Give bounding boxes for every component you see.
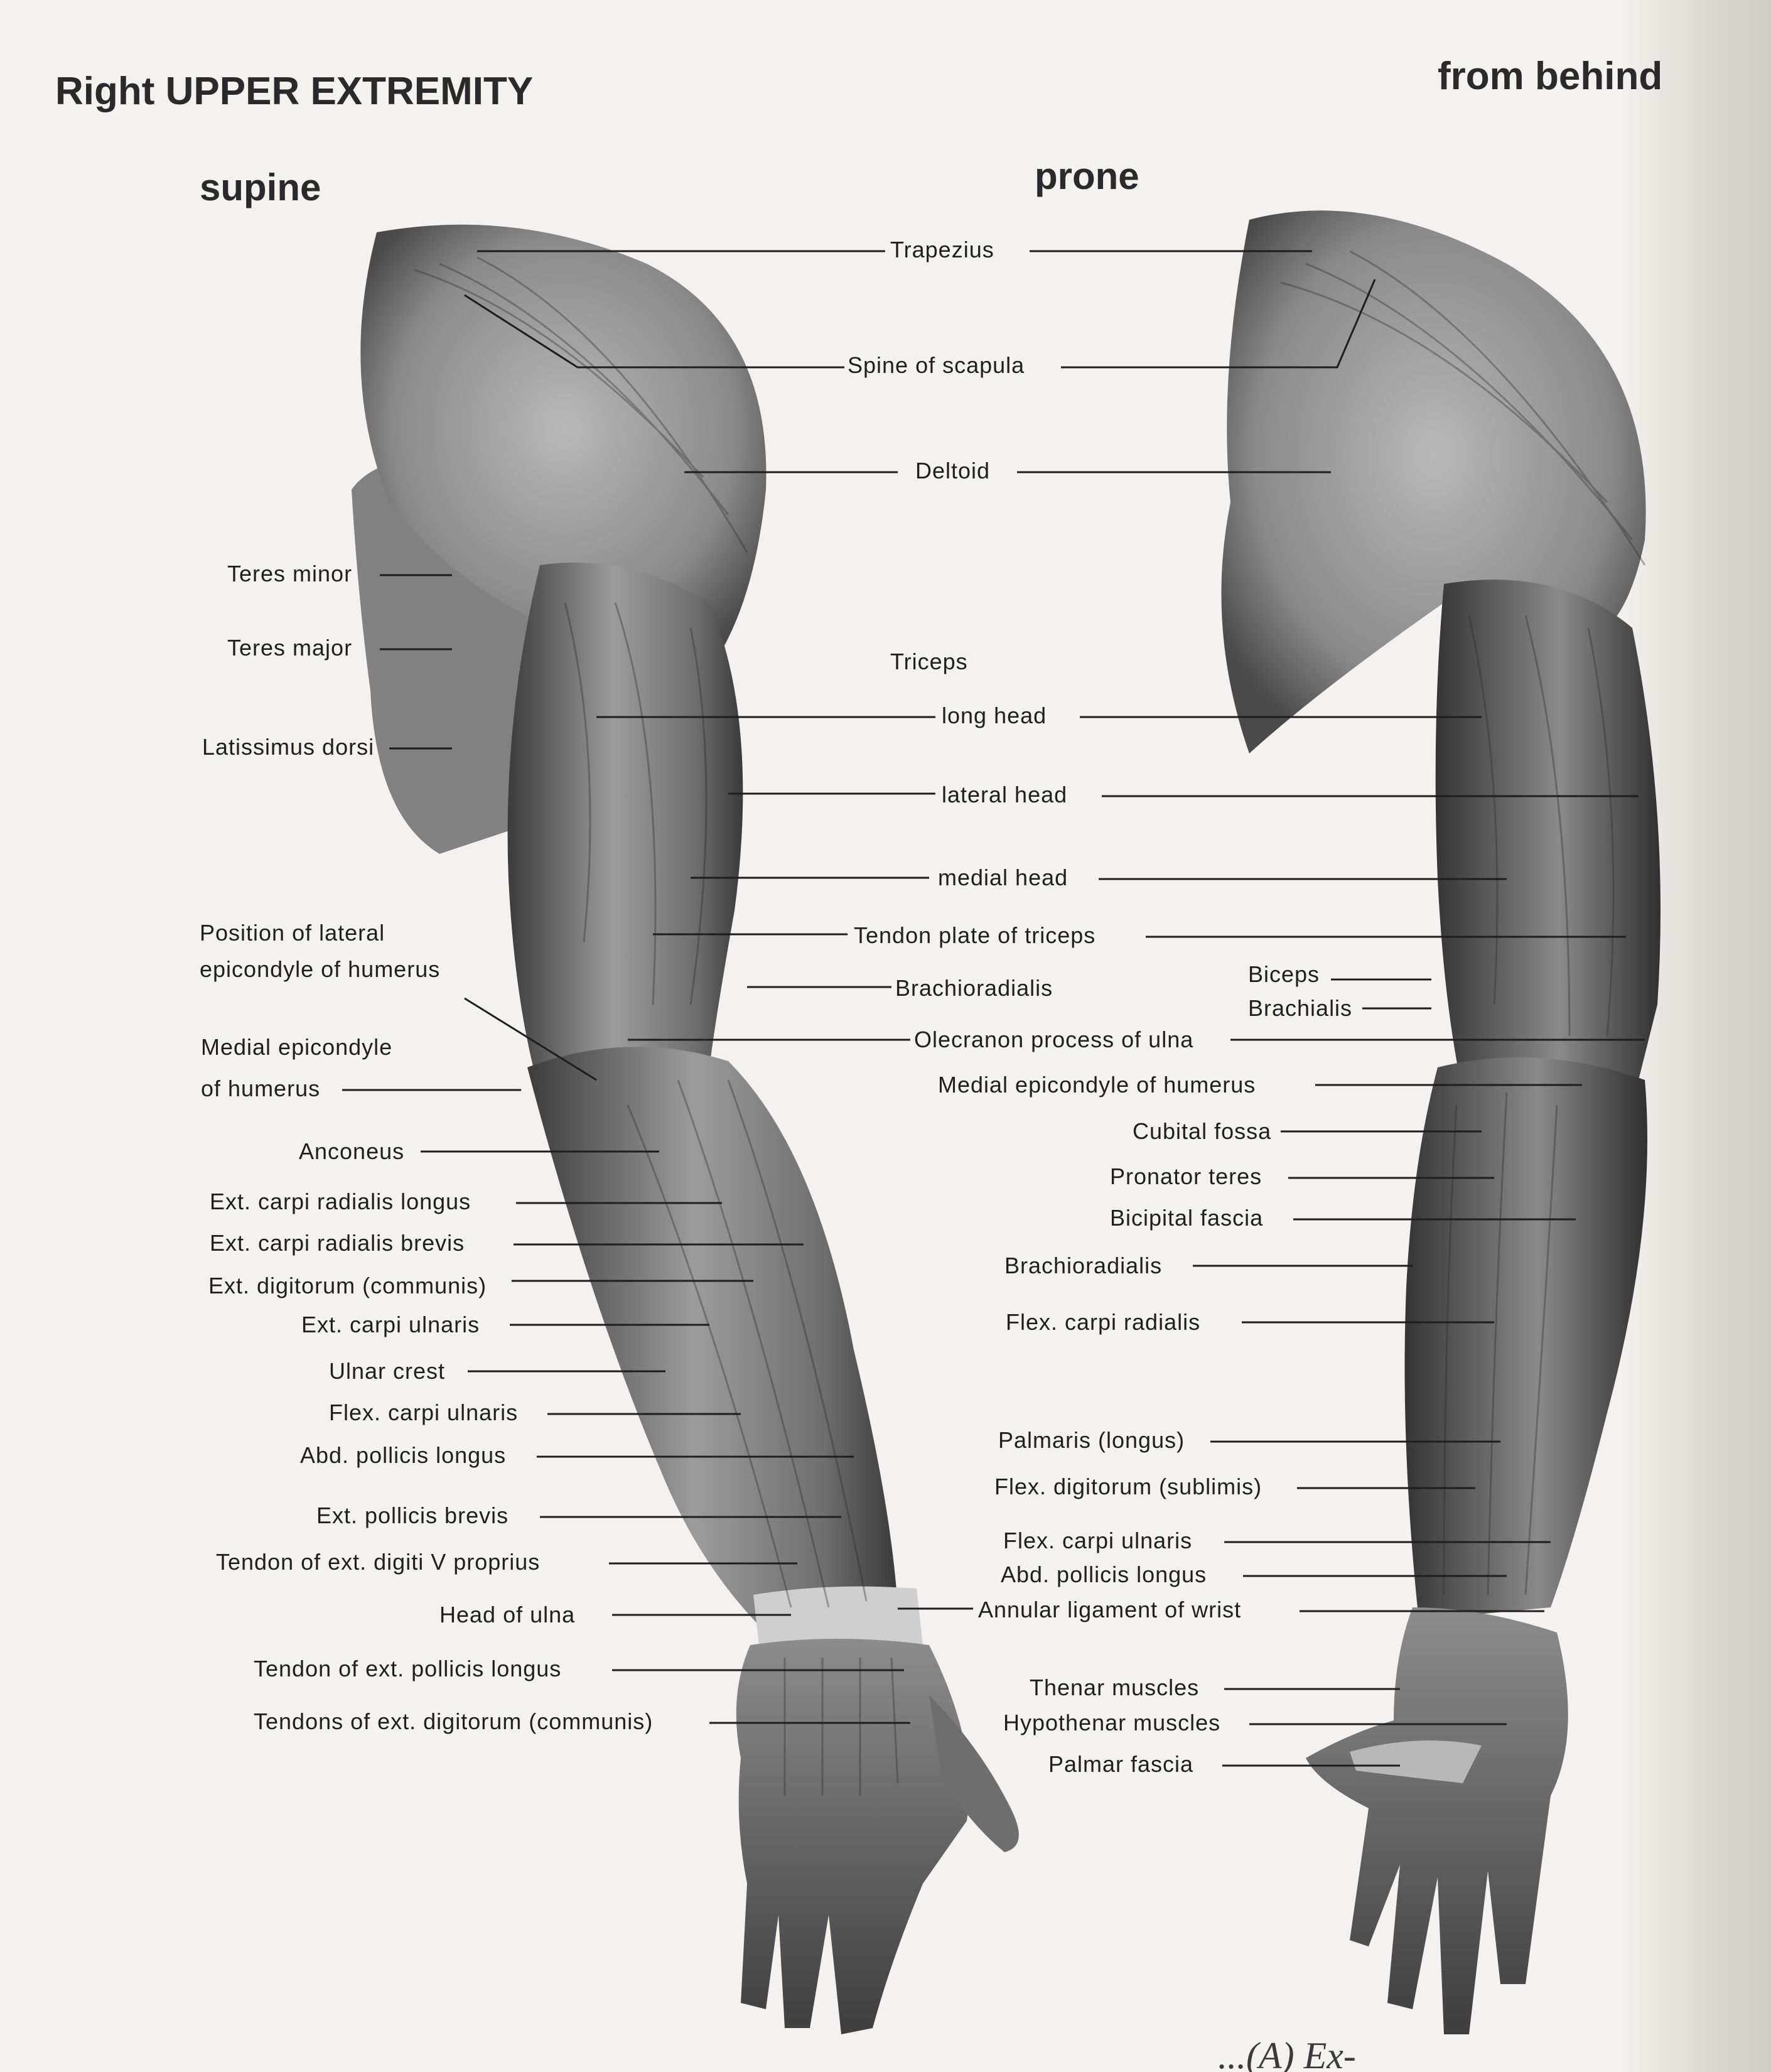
right-arm-prone: [1221, 210, 1661, 2034]
label-ext-carpi-ulnaris: Ext. carpi ulnaris: [301, 1312, 480, 1337]
label-triceps-medial-head: medial head: [938, 865, 1069, 890]
label-brachialis: Brachialis: [1248, 995, 1353, 1021]
label-position-lateral-epicondyle-2: epicondyle of humerus: [200, 956, 441, 982]
left-hand: [736, 1639, 969, 2034]
label-head-of-ulna: Head of ulna: [439, 1602, 576, 1627]
right-shoulder: [1221, 210, 1646, 753]
right-palm-fascia: [1350, 1740, 1482, 1783]
label-flex-carpi-ulnaris-left: Flex. carpi ulnaris: [329, 1400, 519, 1425]
label-ext-digitorum-communis: Ext. digitorum (communis): [208, 1273, 487, 1298]
label-spine-of-scapula: Spine of scapula: [848, 352, 1025, 378]
label-triceps-long-head: long head: [942, 703, 1047, 728]
left-forearm: [527, 1047, 898, 1632]
leader-lines: [342, 250, 1645, 1767]
label-hypothenar-muscles: Hypothenar muscles: [1003, 1710, 1221, 1735]
view-label-supine: supine: [200, 166, 321, 208]
label-brachioradialis-right: Brachioradialis: [1004, 1253, 1163, 1278]
label-flex-carpi-ulnaris-right: Flex. carpi ulnaris: [1003, 1528, 1193, 1553]
label-olecranon-process: Olecranon process of ulna: [914, 1027, 1194, 1052]
label-tendon-ext-pollicis-longus: Tendon of ext. pollicis longus: [254, 1656, 562, 1681]
label-medial-epicondyle-right: Medial epicondyle of humerus: [938, 1072, 1256, 1098]
label-palmaris-longus: Palmaris (longus): [998, 1427, 1185, 1453]
right-upper-arm: [1435, 580, 1661, 1093]
label-annular-ligament: Annular ligament of wrist: [978, 1597, 1242, 1622]
label-thenar-muscles: Thenar muscles: [1030, 1675, 1200, 1700]
label-ext-carpi-radialis-brevis: Ext. carpi radialis brevis: [210, 1230, 465, 1256]
label-tendons-ext-digitorum: Tendons of ext. digitorum (communis): [254, 1708, 654, 1734]
left-upper-arm: [507, 563, 743, 1093]
label-deltoid: Deltoid: [915, 458, 991, 483]
left-arm-supine: [352, 224, 1019, 2034]
label-triceps: Triceps: [890, 649, 968, 674]
label-tendon-plate-triceps: Tendon plate of triceps: [854, 922, 1096, 948]
left-muscle-striations: [414, 256, 899, 1796]
label-flex-digitorum-sublimis: Flex. digitorum (sublimis): [994, 1474, 1262, 1499]
view-label-prone: prone: [1035, 155, 1139, 197]
plate-orientation: from behind: [1438, 55, 1663, 98]
label-brachioradialis-center: Brachioradialis: [895, 975, 1053, 1001]
label-biceps: Biceps: [1248, 961, 1320, 987]
label-anconeus: Anconeus: [299, 1138, 405, 1164]
label-teres-major: Teres major: [227, 635, 353, 661]
label-ext-carpi-radialis-longus: Ext. carpi radialis longus: [210, 1189, 471, 1214]
label-cubital-fossa: Cubital fossa: [1133, 1118, 1272, 1144]
label-pronator-teres: Pronator teres: [1110, 1163, 1262, 1189]
label-flex-carpi-radialis: Flex. carpi radialis: [1006, 1309, 1201, 1335]
right-muscle-striations: [1280, 250, 1646, 1595]
left-wrist-band: [753, 1586, 923, 1651]
caption-fragment: ...(A) Ex-: [1218, 2035, 1356, 2072]
label-position-lateral-epicondyle-1: Position of lateral: [200, 920, 385, 946]
left-thumb: [929, 1695, 1019, 1852]
label-teres-minor: Teres minor: [227, 561, 353, 586]
label-tendon-ext-digiti-v: Tendon of ext. digiti V proprius: [216, 1549, 541, 1575]
left-shoulder: [360, 224, 767, 678]
label-ulnar-crest: Ulnar crest: [329, 1358, 446, 1384]
plate-title: Right UPPER EXTREMITY: [55, 70, 534, 113]
label-medial-epicondyle-left-1: Medial epicondyle: [201, 1034, 393, 1060]
right-hand: [1306, 1607, 1568, 2034]
label-triceps-lateral-head: lateral head: [942, 782, 1068, 807]
label-medial-epicondyle-left-2: of humerus: [201, 1076, 321, 1101]
label-palmar-fascia: Palmar fascia: [1048, 1751, 1194, 1777]
label-abd-pollicis-longus-right: Abd. pollicis longus: [1001, 1562, 1207, 1587]
label-trapezius: Trapezius: [890, 237, 994, 262]
label-abd-pollicis-longus-left: Abd. pollicis longus: [300, 1442, 507, 1468]
label-bicipital-fascia: Bicipital fascia: [1110, 1205, 1264, 1231]
label-latissimus-dorsi: Latissimus dorsi: [202, 734, 375, 760]
label-ext-pollicis-brevis: Ext. pollicis brevis: [316, 1503, 509, 1528]
right-forearm: [1404, 1057, 1647, 1620]
